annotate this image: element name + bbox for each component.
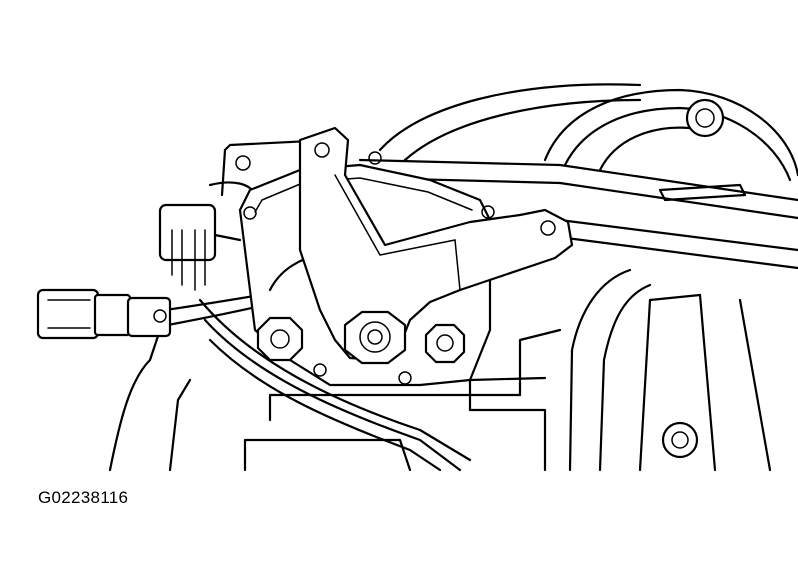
- center-nut-icon: [343, 310, 407, 365]
- line-drawing: [36, 83, 798, 472]
- fasteners: [256, 310, 466, 365]
- case-bolt-icon: [661, 421, 699, 459]
- pulley: [378, 83, 798, 202]
- electrical-connector: [36, 288, 172, 340]
- left-bolt-icon: [256, 316, 304, 362]
- lever-hole-icon: [540, 220, 556, 236]
- shift-lever: [298, 126, 574, 362]
- figure-code: G02238116: [38, 488, 129, 507]
- right-bolt-icon: [424, 323, 466, 364]
- pulley-bolt-icon: [685, 98, 725, 138]
- upper-connector: [158, 181, 257, 291]
- transmission-case: [108, 138, 772, 472]
- lever-hole-icon: [314, 142, 330, 158]
